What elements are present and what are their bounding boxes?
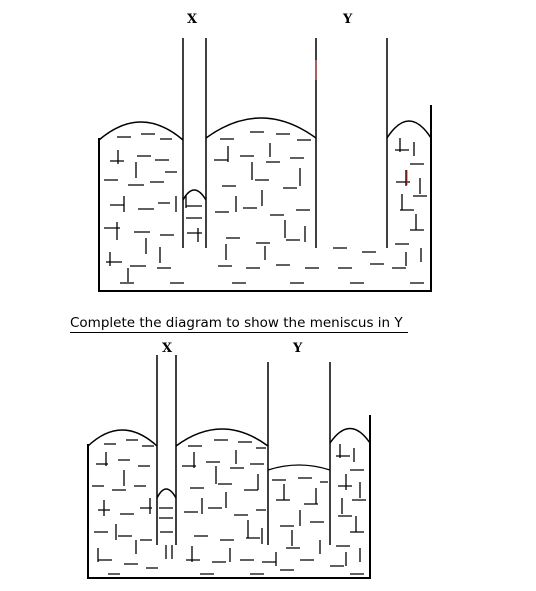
bottom-meniscus-tube-x (156, 488, 177, 499)
instruction-caption: Complete the diagram to show the meniscu… (70, 315, 408, 333)
top-label-x: X (187, 12, 198, 27)
top-apparatus (98, 38, 432, 292)
bottom-meniscus-right (329, 427, 371, 444)
top-container (98, 105, 432, 292)
bottom-liquid-hatch (92, 439, 366, 575)
top-meniscus-tube-x (182, 189, 207, 201)
top-liquid-hatch (104, 131, 427, 284)
top-meniscus-left (98, 121, 184, 141)
top-meniscus-right (386, 120, 432, 139)
bottom-label-y: Y (293, 341, 303, 356)
bottom-label-x: X (162, 341, 173, 356)
bottom-container (87, 415, 371, 579)
bottom-meniscus-tube-y (267, 464, 331, 471)
bottom-meniscus-middle (175, 428, 269, 447)
bottom-meniscus-left (87, 429, 158, 447)
top-meniscus-middle (205, 117, 317, 139)
top-label-y: Y (343, 12, 353, 27)
